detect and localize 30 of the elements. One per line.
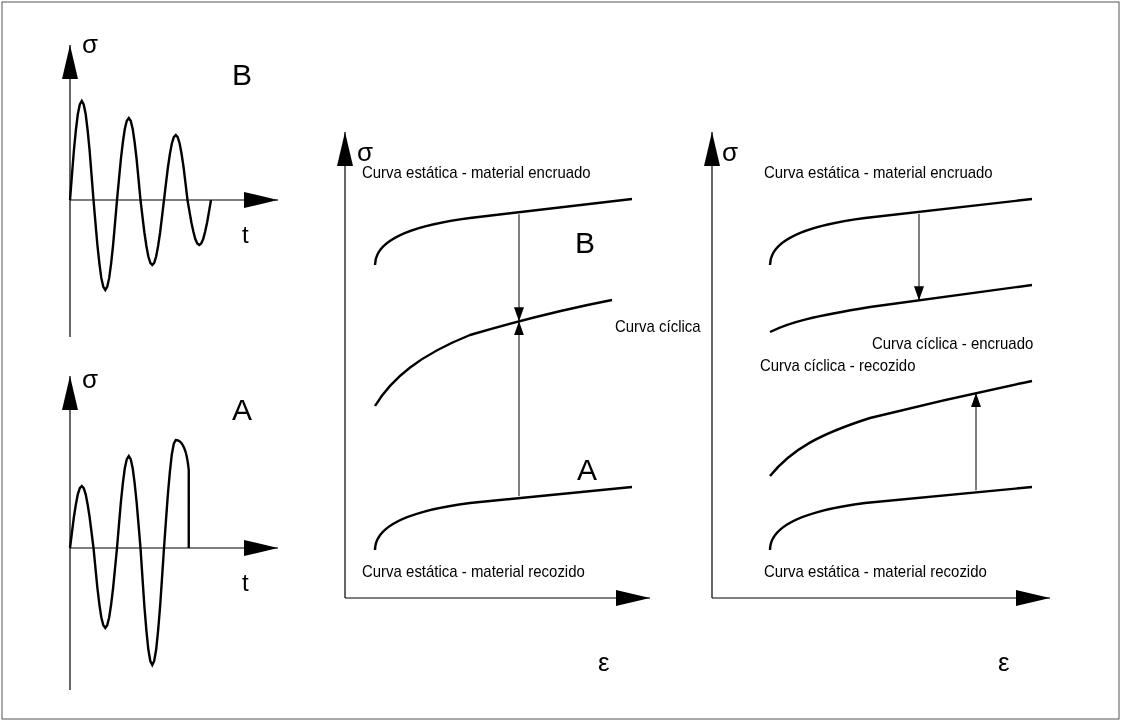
curve-label: Curva estática - material encruado xyxy=(362,164,591,183)
arrow xyxy=(914,213,924,301)
curve-label: Curva estática - material recozido xyxy=(764,563,987,582)
arrow xyxy=(514,320,524,497)
panel-letter: A xyxy=(577,453,597,486)
axis-label: σ xyxy=(722,138,739,167)
panel-letter: B xyxy=(575,226,595,259)
arrow xyxy=(971,392,981,491)
stress-strain-curve xyxy=(768,197,1033,266)
curve-label: Curva cíclica - recozido xyxy=(760,357,916,376)
axis-label: t xyxy=(242,222,249,249)
axis-label: σ xyxy=(357,138,374,167)
curve-label: Curva estática - material encruado xyxy=(764,164,993,183)
axis-label: σ xyxy=(82,30,99,59)
panel-letter: A xyxy=(232,393,252,426)
stress-strain-curve xyxy=(769,283,1033,334)
stress-strain-curve xyxy=(373,197,633,266)
curve-label: Curva cíclica - encruado xyxy=(872,335,1034,354)
stress-strain-curve xyxy=(373,485,633,551)
axis-label: ε xyxy=(998,648,1010,677)
axis-label: σ xyxy=(82,365,99,394)
panel-letter: B xyxy=(232,58,252,91)
curve-label: Curva cíclica xyxy=(615,318,701,337)
axis-label: t xyxy=(242,570,249,597)
curve-label: Curva estática - material recozido xyxy=(362,563,585,582)
axis-label: ε xyxy=(598,648,610,677)
stress-strain-curve xyxy=(769,379,1033,477)
arrow xyxy=(514,213,524,322)
stress-strain-curve xyxy=(374,298,613,407)
stress-strain-curve xyxy=(768,485,1033,551)
